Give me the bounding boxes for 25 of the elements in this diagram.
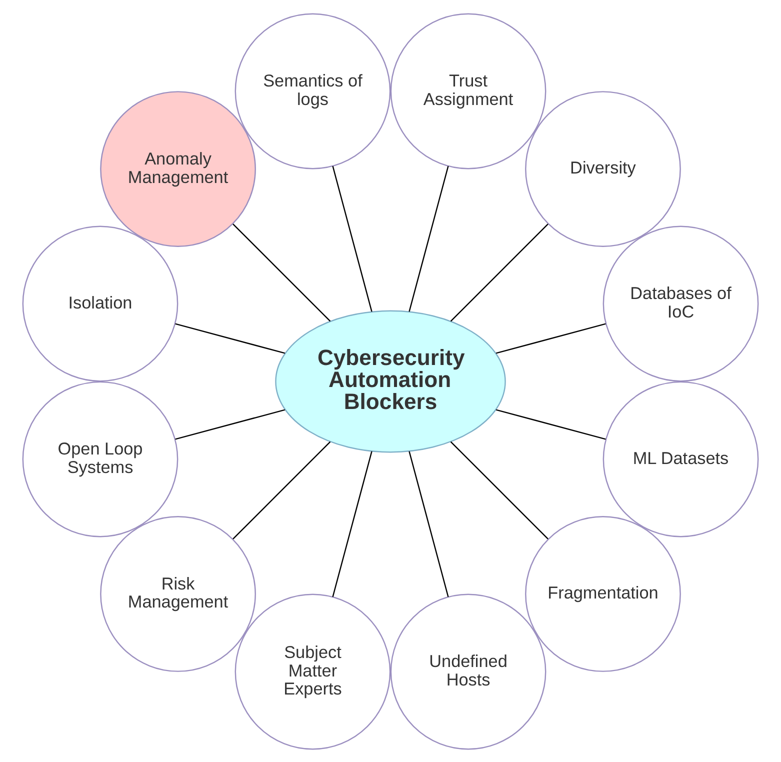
connector [232, 223, 331, 322]
connector [175, 322, 286, 354]
connector [332, 165, 372, 312]
connector [232, 440, 331, 539]
node-ellipse: Cybersecurity Automation Blockers [275, 310, 506, 452]
connector [175, 408, 286, 440]
connector [332, 450, 372, 597]
node-circle: Diversity [525, 90, 681, 246]
node-circle: Fragmentation [525, 516, 681, 672]
connector [408, 450, 449, 597]
node-circle: ML Datasets [602, 380, 759, 537]
node-circle: Subject Matter Experts [234, 593, 391, 750]
node-circle: Trust Assignment [390, 12, 546, 169]
connector [408, 165, 449, 312]
node-circle: Risk Management [100, 516, 256, 672]
node-circle: Open Loop Systems [22, 380, 178, 537]
connector [496, 408, 606, 440]
connector [450, 223, 548, 322]
node-circle: Anomaly Management [100, 90, 256, 246]
node-circle: Databases of IoC [602, 225, 759, 382]
node-circle: Isolation [22, 225, 178, 382]
node-circle: Semantics of logs [234, 12, 391, 169]
node-circle: Undefined Hosts [390, 593, 546, 750]
connector [496, 322, 606, 354]
connector [450, 440, 548, 539]
